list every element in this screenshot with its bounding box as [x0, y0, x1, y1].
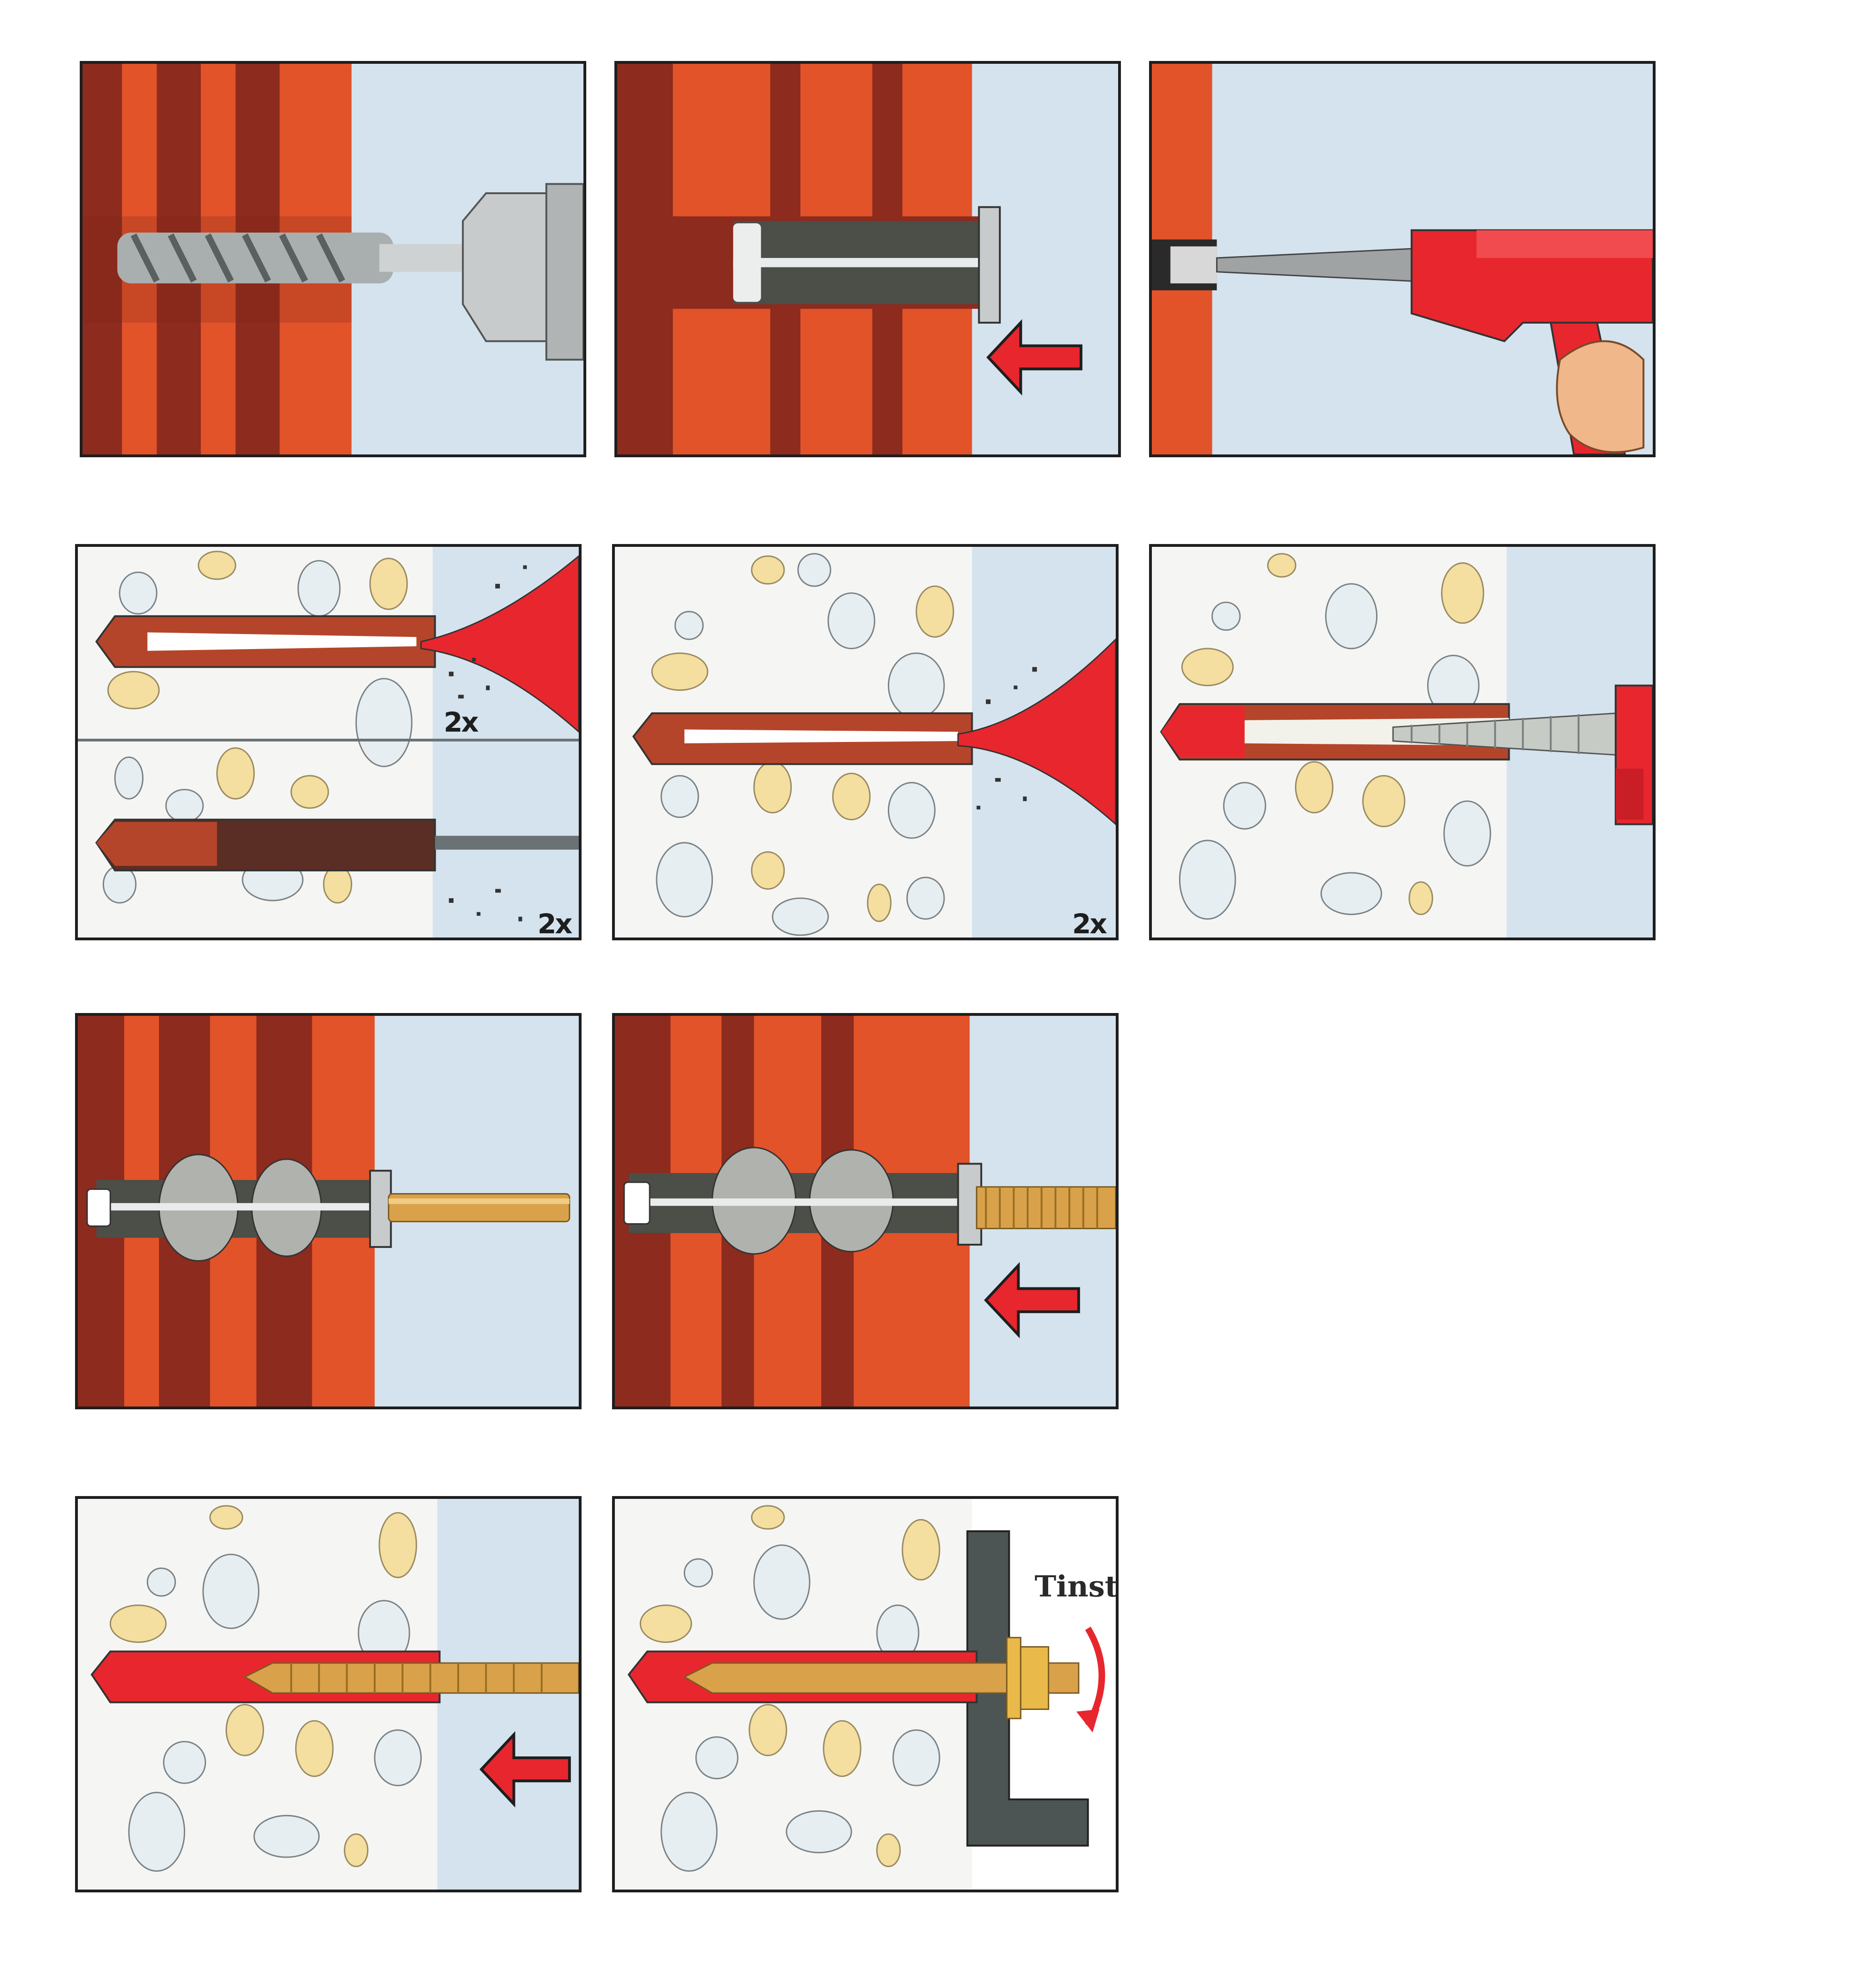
drill-bit: [117, 232, 463, 284]
insert-rod-concrete-illustration: [78, 1499, 579, 1890]
rotation-arrow-icon: [1076, 1626, 1105, 1732]
clean-hole-illustration: [78, 547, 579, 938]
hole-cross-section-top: [95, 615, 436, 668]
repeat-count-label: 2x: [537, 908, 573, 940]
insert-rod-brick-illustration: [615, 1016, 1116, 1406]
panel-blow-out-hole: 2x: [612, 544, 1119, 940]
drill-chuck: [461, 183, 583, 361]
hand: [1556, 340, 1645, 453]
panel-insert-sieve-sleeve: [614, 61, 1121, 457]
repeat-count-label: 2x: [1072, 908, 1107, 940]
inject-brick-illustration: [1152, 64, 1653, 454]
hole-cross-section: [632, 712, 973, 765]
sleeve-with-mortar-bulges: [623, 1147, 983, 1255]
blow-out-illustration: [615, 547, 1116, 938]
threaded-rod: [683, 1662, 1080, 1694]
nut-and-washer: [1006, 1637, 1050, 1719]
sleeve-with-mortar-bulges: [86, 1154, 392, 1262]
fixture-plate: [966, 1530, 1089, 1847]
torque-label: Tinst: [1035, 1569, 1119, 1603]
blow-pump: [957, 638, 1116, 825]
repeat-count-label: 2x: [444, 706, 479, 738]
inject-concrete-illustration: [1152, 547, 1653, 938]
threaded-rod: [388, 1193, 570, 1223]
drill-brick-illustration: [83, 64, 583, 454]
blow-pump: [420, 555, 579, 733]
filled-sleeve-brick-illustration: [78, 1016, 579, 1406]
panel-insert-threaded-rod-concrete: [75, 1496, 582, 1892]
panel-insert-threaded-rod-brick: [612, 1013, 1119, 1409]
panel-inject-mortar-brick: [1149, 61, 1656, 457]
threaded-rod: [976, 1186, 1116, 1229]
panel-inject-mortar-concrete: [1149, 544, 1656, 940]
injection-gun: [1614, 684, 1653, 825]
panel-drill-hole-brick: [80, 61, 586, 457]
panel-tighten-nut: Tinst: [612, 1496, 1119, 1892]
sieve-sleeve: [733, 206, 1001, 324]
panel-clean-hole-blow-brush: 2x 2x: [75, 544, 582, 940]
threaded-rod: [243, 1662, 579, 1694]
push-arrow-icon: [986, 319, 1082, 396]
push-arrow-icon: [479, 1731, 571, 1808]
panel-sleeve-filled-brick: [75, 1013, 582, 1409]
tighten-nut-illustration: [615, 1499, 1116, 1890]
hole-cross-section-bottom: [95, 818, 579, 872]
push-arrow-icon: [984, 1262, 1080, 1338]
sleeve-brick-illustration: [617, 64, 1118, 454]
